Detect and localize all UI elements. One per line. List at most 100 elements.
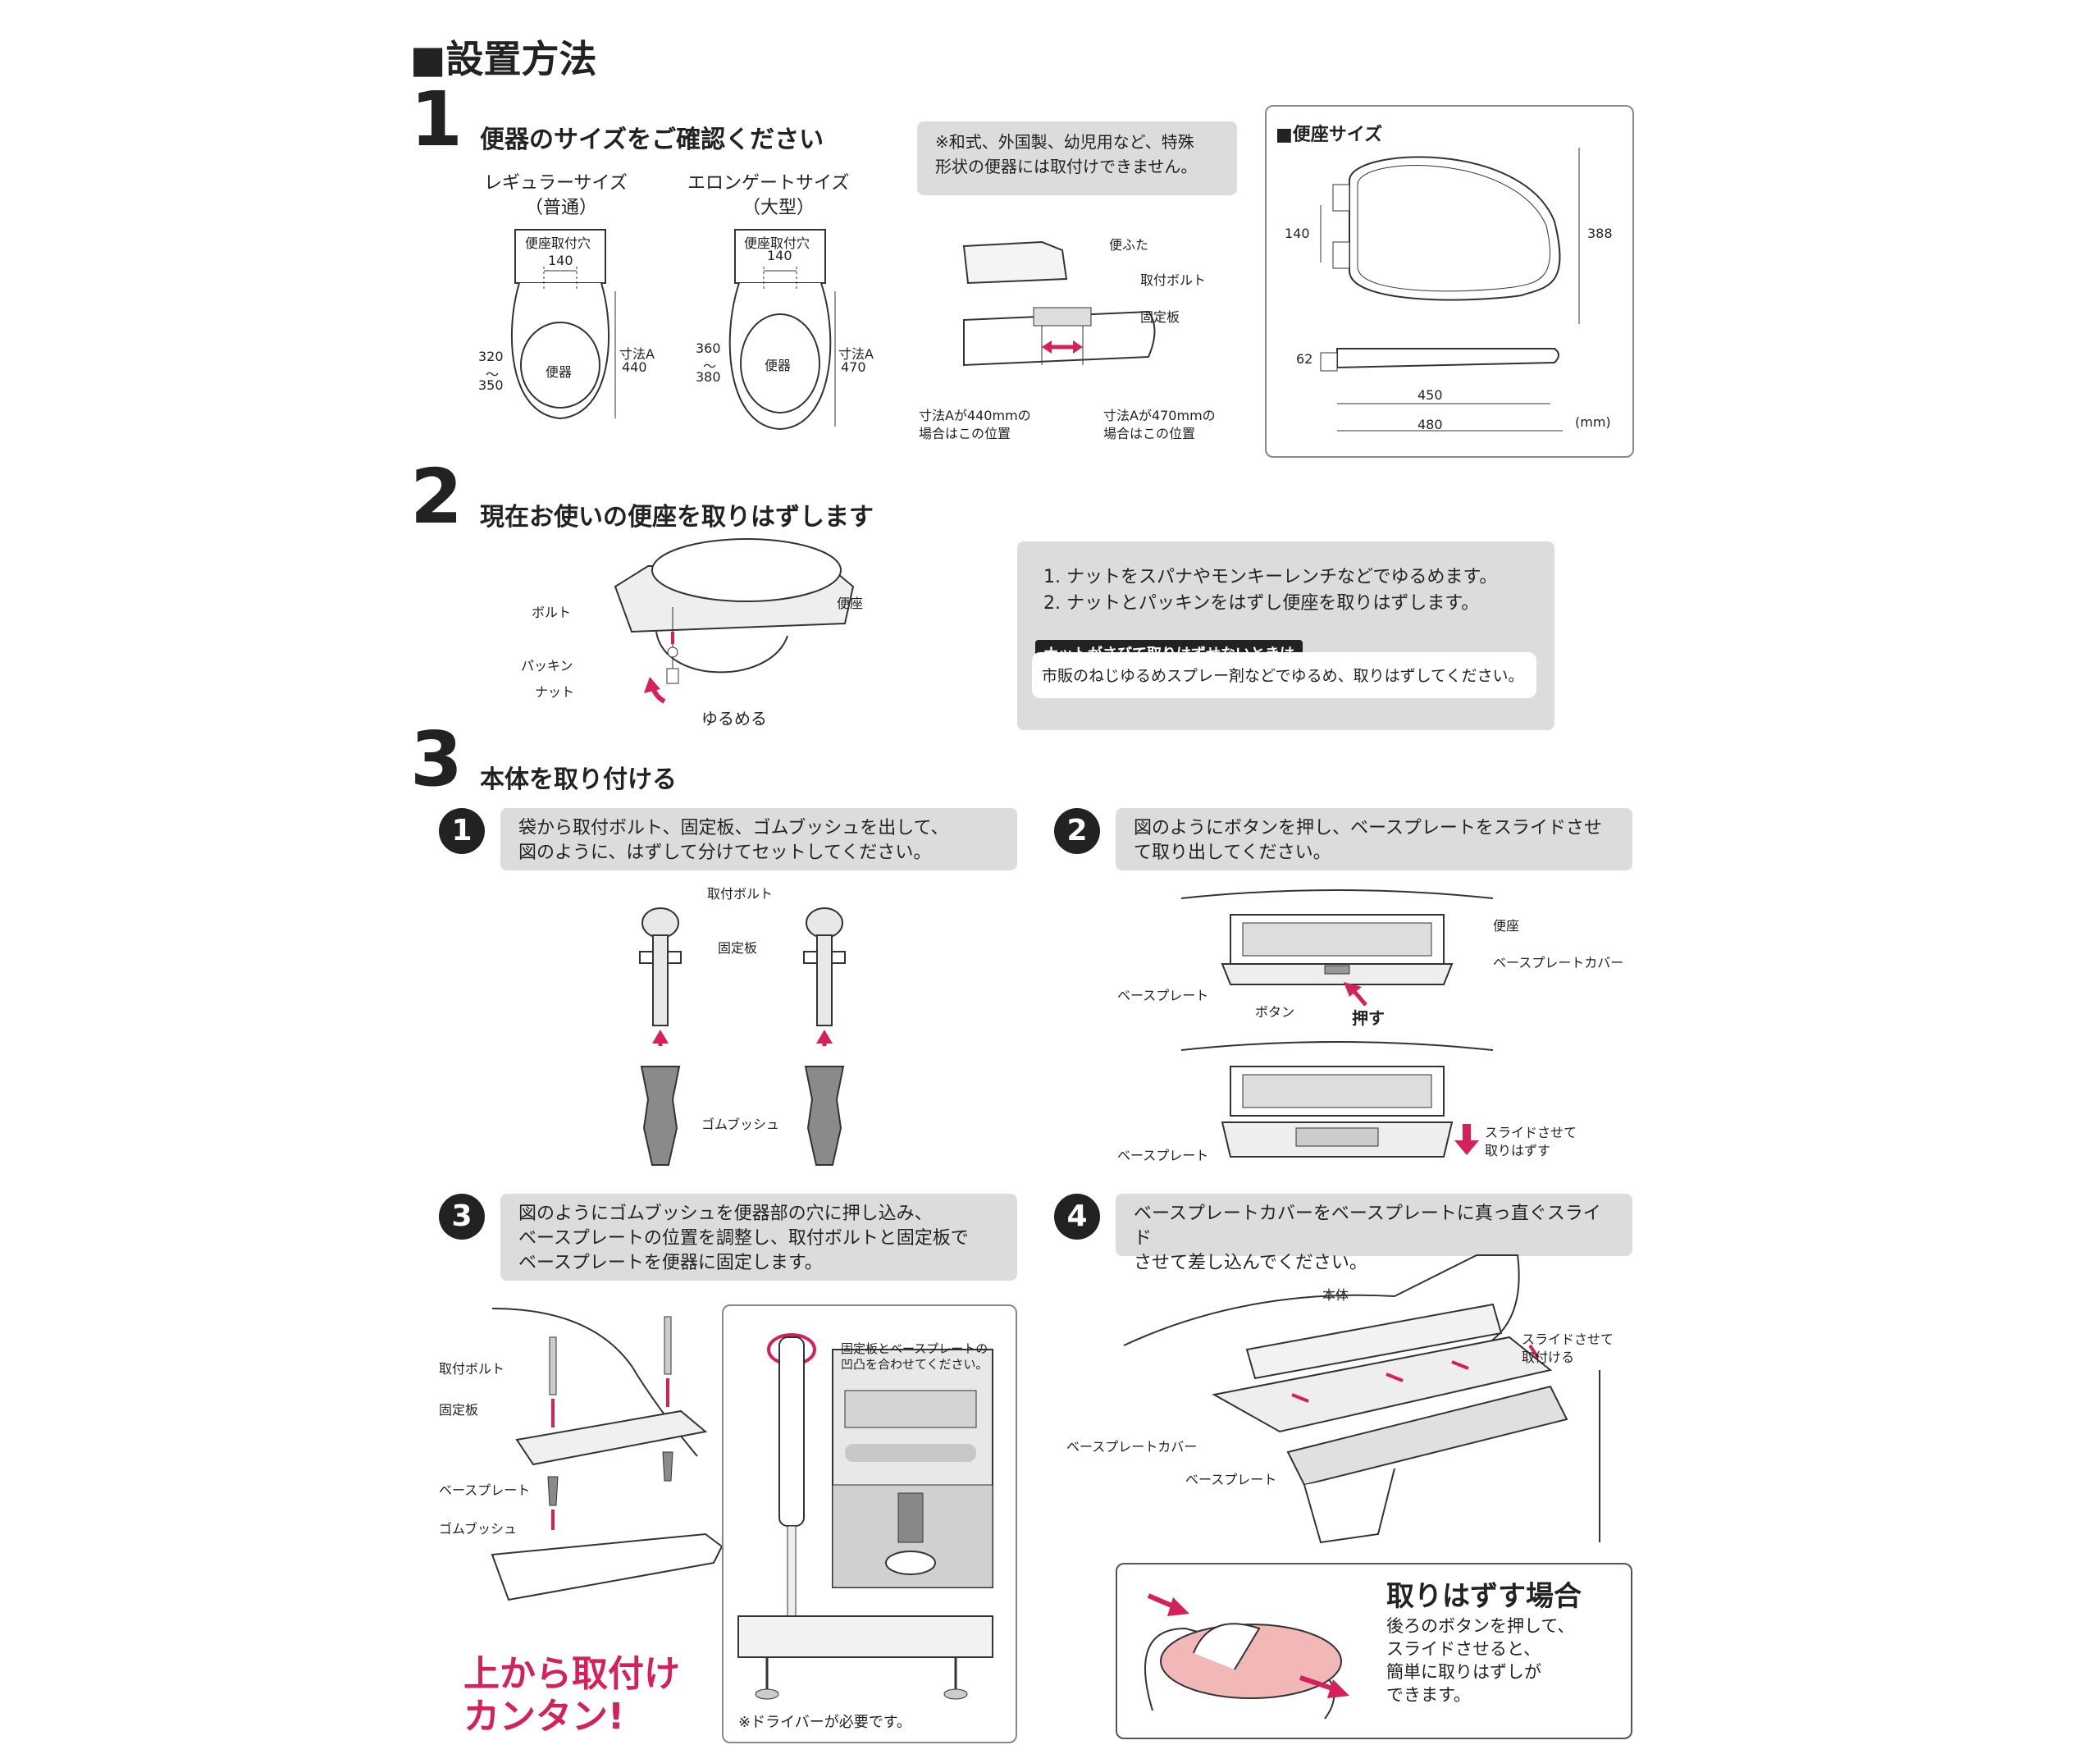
step2-bolt-label: ボルト bbox=[532, 605, 572, 620]
sub2-instruction: 図のようにボタンを押し、ベースプレートをスライドさせ て取り出してください。 bbox=[1116, 808, 1632, 870]
seat-w140: 140 bbox=[1285, 226, 1310, 241]
elongated-dim-label: 寸法A bbox=[838, 346, 874, 362]
elongated-depth-sep: 〜 bbox=[703, 359, 717, 374]
sub3-inset-note-line1: 固定板とベースプレートの bbox=[841, 1341, 988, 1356]
sub3-number-circle: 3 bbox=[439, 1194, 485, 1240]
seat-l450: 450 bbox=[1418, 387, 1443, 403]
step2-steps: 1. ナットをスパナやモンキーレンチなどでゆるめます。 2. ナットとパッキンを… bbox=[1043, 564, 1497, 617]
sub1-instruction: 袋から取付ボルト、固定板、ゴムブッシュを出して、 図のように、はずして分けてセッ… bbox=[500, 808, 1017, 870]
elongated-toilet-diagram bbox=[728, 229, 836, 431]
sub2-base-label: ベースプレート bbox=[1117, 988, 1209, 1003]
sub2-bottom-diagram bbox=[1180, 1041, 1494, 1158]
elongated-hole-dist: 140 bbox=[767, 248, 792, 263]
side-pos440: 寸法Aが440mmの 場合はこの位置 bbox=[919, 407, 1031, 443]
elongated-size-name: エロンゲートサイズ bbox=[687, 173, 850, 194]
step2-toilet-diagram bbox=[614, 538, 855, 704]
regular-toilet-diagram bbox=[510, 229, 616, 420]
side-view-diagram bbox=[962, 240, 1156, 367]
side-pos440-line2: 場合はこの位置 bbox=[919, 426, 1011, 441]
regular-hole-dist: 140 bbox=[548, 253, 573, 268]
remove-text-line1: 後ろのボタンを押して、 bbox=[1386, 1616, 1575, 1636]
sub4-slide-label: スライドさせて 取付ける bbox=[1522, 1331, 1614, 1367]
sub3-callout: 上から取付け カンタン! bbox=[463, 1653, 680, 1738]
elongated-depth-top: 360 bbox=[696, 340, 721, 356]
sub1-number-circle: 1 bbox=[439, 808, 485, 854]
side-pos440-line1: 寸法Aが440mmの bbox=[919, 408, 1031, 423]
sub4-slide-diagram bbox=[1123, 1254, 1600, 1544]
step2-loosen-label: ゆるめる bbox=[701, 709, 767, 729]
sub4-text-line2: させて差し込んでください。 bbox=[1134, 1253, 1367, 1273]
regular-dim-value: 440 bbox=[622, 359, 647, 375]
sub4-slide-line2: 取付ける bbox=[1522, 1350, 1575, 1365]
seat-size-frame bbox=[1265, 105, 1634, 458]
step2-number: 2 bbox=[410, 453, 463, 541]
elongated-body-label: 便器 bbox=[765, 358, 792, 373]
seat-h62: 62 bbox=[1296, 351, 1313, 367]
sub4-body-label: 本体 bbox=[1322, 1287, 1349, 1303]
side-bolt-label: 取付ボルト bbox=[1140, 272, 1207, 288]
sub2-seat-label: 便座 bbox=[1493, 918, 1520, 934]
remove-text-line3: 簡単に取りはずしが bbox=[1386, 1662, 1541, 1682]
step1-number: 1 bbox=[410, 75, 463, 163]
regular-body-label: 便器 bbox=[546, 364, 573, 380]
step2-step-1: 1. ナットをスパナやモンキーレンチなどでゆるめます。 bbox=[1043, 567, 1498, 587]
regular-size-type: （普通） bbox=[525, 198, 598, 218]
elongated-size-type: （大型） bbox=[742, 198, 815, 218]
sub3-driver-note: ※ドライバーが必要です。 bbox=[738, 1714, 911, 1731]
step2-packing-label: パッキン bbox=[521, 658, 573, 674]
sub4-cover-label: ベースプレートカバー bbox=[1066, 1439, 1198, 1455]
step2-info-panel: 1. ナットをスパナやモンキーレンチなどでゆるめます。 2. ナットとパッキンを… bbox=[1017, 541, 1554, 730]
regular-size-name: レギュラーサイズ bbox=[484, 173, 628, 194]
sub2-text-line2: て取り出してください。 bbox=[1134, 843, 1331, 863]
sub2-slide-line1: スライドさせて bbox=[1485, 1125, 1577, 1140]
regular-dim-label: 寸法A bbox=[619, 346, 655, 362]
sub2-text-line1: 図のようにボタンを押し、ベースプレートをスライドさせ bbox=[1134, 818, 1602, 838]
side-pos470-line1: 寸法Aが470mmの bbox=[1103, 408, 1216, 423]
step1-heading: 便器のサイズをご確認ください bbox=[480, 126, 824, 154]
sub1-text-line2: 図のように、はずして分けてセットしてください。 bbox=[518, 843, 932, 863]
sub2-slide-line2: 取りはずす bbox=[1485, 1143, 1551, 1158]
side-pos470-line2: 場合はこの位置 bbox=[1103, 426, 1196, 441]
side-plate-label: 固定板 bbox=[1140, 309, 1180, 325]
page-title: ■設置方法 bbox=[410, 37, 597, 81]
sub1-bolt-label: 取付ボルト bbox=[707, 886, 774, 902]
step2-nut-label: ナット bbox=[535, 684, 575, 700]
sub2-slide-arrow bbox=[1454, 1124, 1479, 1155]
sub4-number-circle: 4 bbox=[1054, 1194, 1100, 1240]
sub3-inset-note: 固定板とベースプレートの 凹凸を合わせてください。 bbox=[841, 1341, 988, 1373]
sub2-button-label: ボタン bbox=[1255, 1004, 1295, 1020]
elongated-dim-value: 470 bbox=[841, 359, 866, 375]
sub4-slide-line1: スライドさせて bbox=[1522, 1331, 1614, 1347]
remove-text: 後ろのボタンを押して、 スライドさせると、 簡単に取りはずしが できます。 bbox=[1386, 1615, 1574, 1706]
step2-seat-label: 便座 bbox=[837, 596, 864, 611]
remove-text-line2: スライドさせると、 bbox=[1386, 1639, 1541, 1659]
seat-unit: (mm) bbox=[1575, 414, 1611, 430]
sub1-text-line1: 袋から取付ボルト、固定板、ゴムブッシュを出して、 bbox=[518, 818, 949, 838]
sub1-plate-label: 固定板 bbox=[718, 940, 758, 956]
elongated-depth-bottom: 380 bbox=[696, 369, 721, 385]
step2-heading: 現在お使いの便座を取りはずします bbox=[480, 503, 874, 532]
sub3-callout-line1: 上から取付け bbox=[463, 1653, 680, 1695]
seat-l480: 480 bbox=[1418, 417, 1443, 432]
sub2-number-circle: 2 bbox=[1054, 808, 1100, 854]
sub3-base-label: ベースプレート bbox=[439, 1482, 531, 1498]
sub3-inset-frame bbox=[722, 1304, 1017, 1743]
sub4-instruction: ベースプレートカバーをベースプレートに真っ直ぐスライド させて差し込んでください… bbox=[1116, 1194, 1632, 1273]
remove-box bbox=[1116, 1563, 1632, 1739]
sub3-text-line3: ベースプレートを便器に固定します。 bbox=[518, 1253, 823, 1273]
sub4-text-line1: ベースプレートカバーをベースプレートに真っ直ぐスライド bbox=[1134, 1204, 1601, 1249]
regular-depth-top: 320 bbox=[478, 349, 504, 364]
seat-size-title: ■便座サイズ bbox=[1276, 125, 1383, 145]
sub2-top-diagram bbox=[1180, 889, 1494, 1007]
regular-depth-sep: 〜 bbox=[486, 367, 500, 382]
sub3-instruction: 図のようにゴムブッシュを便器部の穴に押し込み、 ベースプレートの位置を調整し、取… bbox=[500, 1194, 1017, 1281]
step1-note-line1: ※和式、外国製、幼児用など、特殊 bbox=[935, 132, 1194, 152]
sub4-base-label: ベースプレート bbox=[1185, 1472, 1277, 1487]
elongated-hole-label: 便座取付穴 bbox=[744, 235, 810, 251]
step1-note-line2: 形状の便器には取付けできません。 bbox=[935, 157, 1198, 176]
step2-tip-body: 市販のねじゆるめスプレー剤などでゆるめ、取りはずしてください。 bbox=[1032, 652, 1536, 698]
step1-note: ※和式、外国製、幼児用など、特殊 形状の便器には取付けできません。 bbox=[917, 121, 1237, 195]
sub2-slide-label: スライドさせて 取りはずす bbox=[1485, 1124, 1577, 1160]
sub3-inset-diagram bbox=[737, 1333, 993, 1700]
sub3-inset-note-line2: 凹凸を合わせてください。 bbox=[841, 1357, 988, 1372]
